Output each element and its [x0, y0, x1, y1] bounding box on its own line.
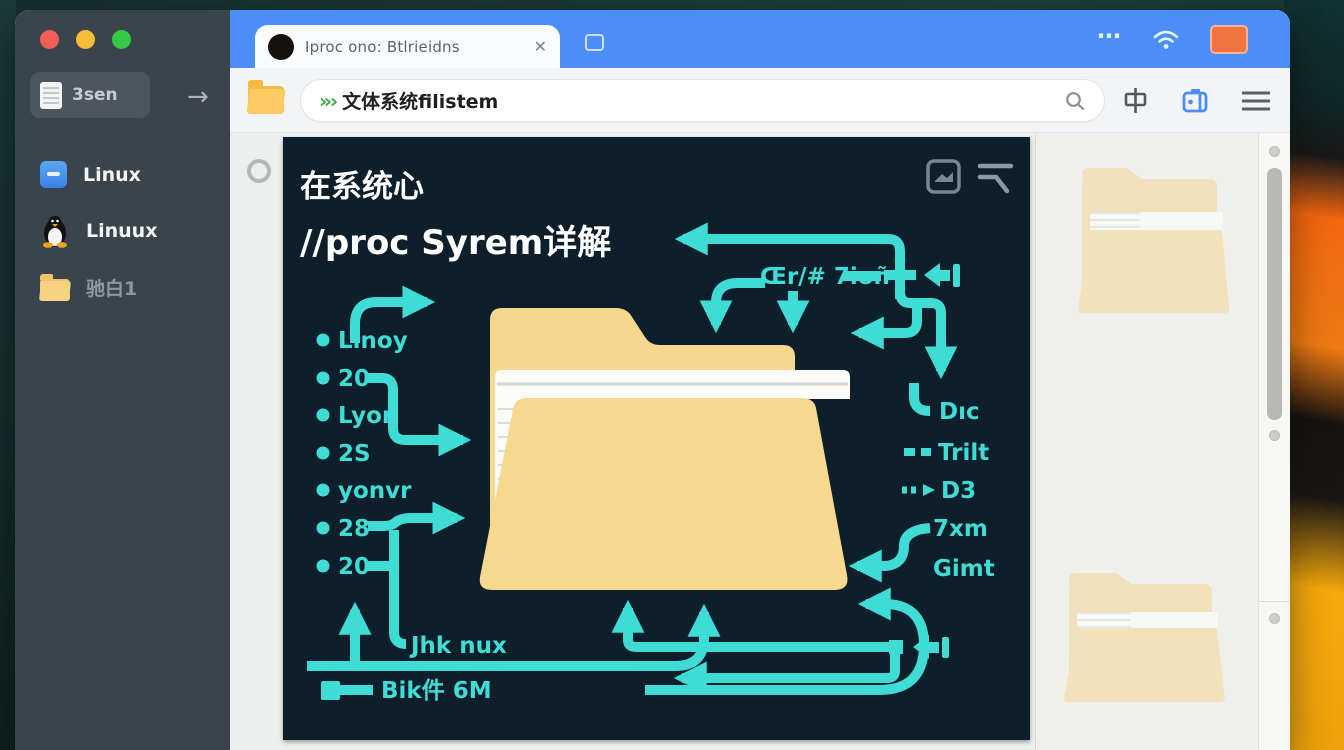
folder-thumbnail-icon[interactable]	[1062, 570, 1232, 702]
proc-filesystem-diagram: 在系统心 //proc Syrem详解	[283, 137, 1030, 740]
window-controls	[40, 30, 131, 49]
browser-tab[interactable]: Iproc ono: Btlrieidns ✕	[255, 25, 560, 68]
scroll-up-button[interactable]	[1269, 146, 1280, 157]
arrow-row28-right	[368, 501, 466, 535]
label-trilt: Trilt	[938, 440, 989, 466]
menu-hamburger-icon[interactable]	[1242, 90, 1270, 112]
translate-icon[interactable]	[1123, 87, 1148, 114]
scrollbar[interactable]	[1258, 133, 1290, 750]
list-item: 28	[338, 516, 370, 542]
rail-to-junction2	[623, 639, 895, 652]
search-icon[interactable]	[1064, 90, 1086, 112]
diagram-title-line1: 在系统心	[300, 169, 424, 205]
tab-title: Iproc ono: Btlrieidns	[305, 37, 460, 56]
plug-connectors	[321, 263, 960, 700]
sidebar-item-linux[interactable]: Linux	[15, 148, 230, 201]
list-item: yonvr	[338, 478, 412, 504]
close-window-button[interactable]	[40, 30, 59, 49]
orange-square-button[interactable]	[1210, 24, 1248, 54]
tab-favicon	[268, 33, 294, 60]
line-to-jhk	[389, 530, 407, 649]
label-bik: Bik件 6M	[381, 678, 492, 704]
tux-penguin-icon	[43, 216, 67, 248]
sidebar-item-label: Linuux	[86, 220, 158, 242]
page-content: 在系统心 //proc Syrem详解	[230, 133, 1290, 750]
zoom-window-button[interactable]	[112, 30, 131, 49]
diagram-labels: Œr/# 7ioñ Dıc Trilt D3 7xm Gimt Jhk nux …	[381, 264, 995, 704]
panel-divider	[1259, 601, 1290, 602]
url-prefix-icon: »›	[319, 88, 338, 113]
scroll-marker[interactable]	[1269, 613, 1280, 624]
filter-lines-icon	[977, 163, 1014, 194]
document-icon	[40, 81, 62, 109]
device-badge-icon[interactable]	[1181, 87, 1209, 114]
bullet-ring-icon	[247, 159, 271, 183]
new-tab-icon[interactable]	[585, 34, 604, 51]
list-item: 20	[338, 554, 370, 580]
sidebar-expand-arrow-icon[interactable]: →	[187, 82, 209, 112]
left-bullet-list: Linoy 20 Lyor 2S yonvr 28 20	[316, 328, 412, 580]
toolbar: »› 文体系统filistem	[230, 68, 1290, 133]
d3-arrowhead	[923, 484, 935, 496]
label-d3: D3	[941, 478, 976, 504]
sidebar-search-label: 3sen	[72, 85, 118, 105]
folder-icon	[40, 273, 70, 301]
wifi-icon[interactable]	[1152, 28, 1180, 50]
arrow-into-folder-left	[850, 307, 922, 350]
address-bar[interactable]: »› 文体系统filistem	[300, 79, 1105, 122]
titlebar: Iproc ono: Btlrieidns ✕ ⋯	[230, 10, 1290, 68]
wallpaper-left-strip	[0, 0, 16, 750]
label-jhk: Jhk nux	[409, 633, 507, 659]
diagram-title-line2: //proc Syrem详解	[300, 223, 611, 263]
arrow-txm-hook	[848, 523, 931, 583]
list-item: Lyor	[338, 403, 394, 429]
toolbar-folder-icon[interactable]	[248, 80, 284, 114]
scrollbar-thumb[interactable]	[1267, 168, 1282, 420]
sidebar-item-label: Linux	[83, 163, 141, 186]
scroll-down-button[interactable]	[1269, 430, 1280, 441]
sidebar-item-label: 驰白1	[86, 278, 138, 300]
arrow-to-title	[674, 222, 905, 299]
label-txm: 7xm	[933, 516, 988, 542]
label-dic: Dıc	[939, 399, 980, 425]
sidebar-item-folder[interactable]: 驰白1	[15, 261, 230, 314]
right-panel	[1035, 133, 1290, 750]
curve-to-dic	[909, 383, 931, 416]
url-text: 文体系统filistem	[342, 91, 499, 113]
arrow-label-left-down	[699, 278, 765, 334]
diagram-arrows	[307, 222, 958, 695]
list-item: Linoy	[338, 328, 408, 354]
folder-thumbnail-icon[interactable]	[1076, 165, 1236, 313]
sidebar: 3sen → Linux	[15, 10, 230, 750]
tab-close-icon[interactable]: ✕	[533, 37, 547, 56]
arrow-row20-right	[368, 373, 472, 457]
list-item: 20	[338, 366, 370, 392]
browser-window: 3sen → Linux	[15, 10, 1290, 750]
sidebar-search-box[interactable]: 3sen	[30, 72, 150, 118]
folder-illustration	[479, 308, 850, 590]
arrow-rail-down	[895, 290, 958, 380]
arrow-top-curve	[350, 285, 436, 343]
wallpaper-right-strip	[1284, 0, 1344, 750]
label-gimt: Gimt	[933, 556, 995, 582]
arrow-long-left	[673, 649, 900, 695]
label-top: Œr/# 7ioñ	[760, 264, 890, 290]
sidebar-item-linuux[interactable]: Linuux	[15, 201, 230, 261]
sidebar-item-list: Linux Linuux 驰白1	[15, 148, 230, 314]
image-icon	[926, 159, 961, 194]
minimize-window-button[interactable]	[76, 30, 95, 49]
list-item: 2S	[338, 441, 371, 467]
blue-app-icon	[40, 161, 67, 188]
